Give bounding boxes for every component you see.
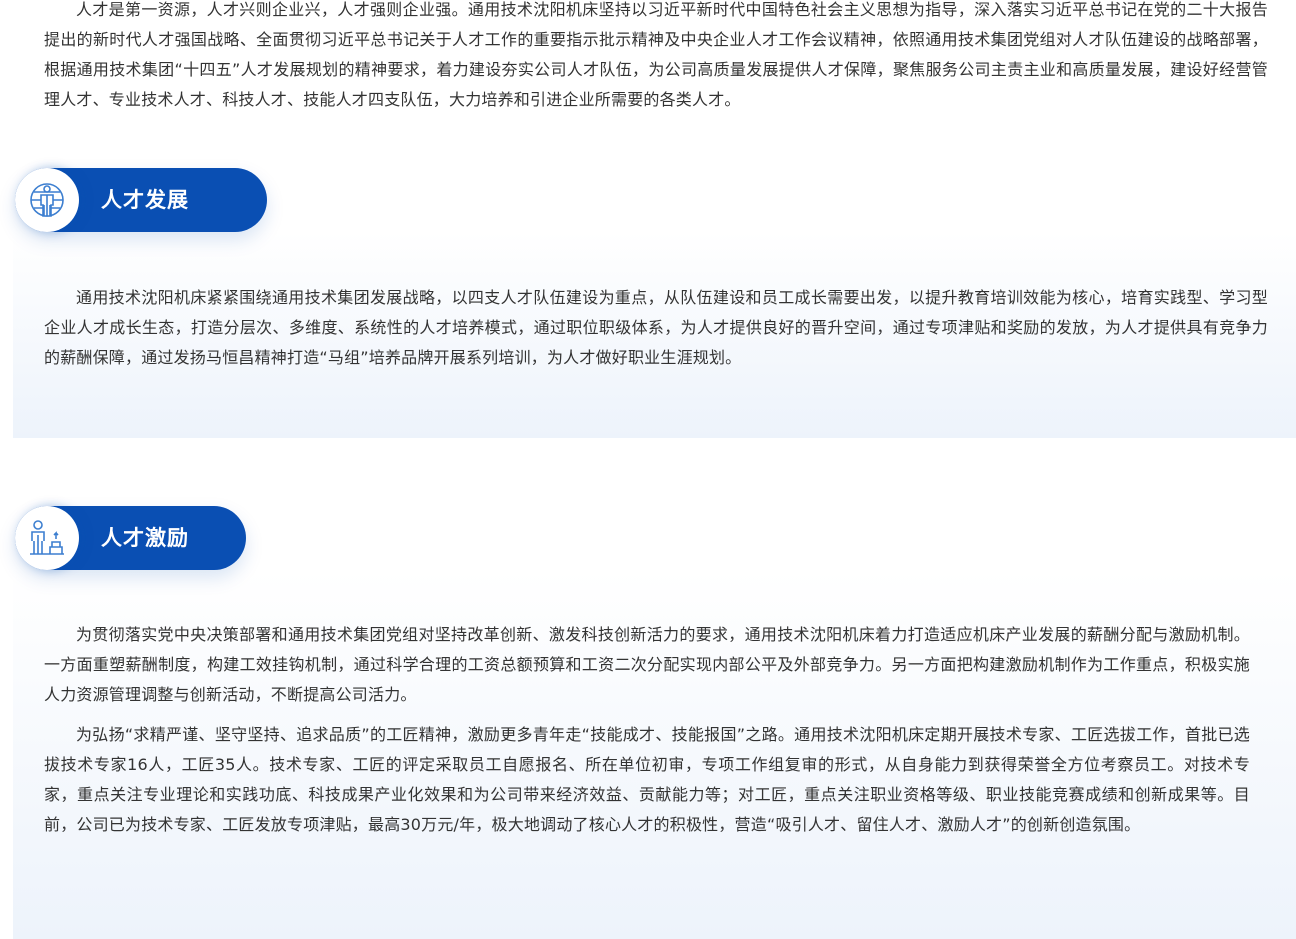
section-paragraph: 为弘扬“求精严谨、坚守坚持、追求品质”的工匠精神，激励更多青年走“技能成才、技能… — [44, 725, 1250, 834]
section-title: 人才激励 — [101, 526, 189, 550]
section-header-development: 人才发展 — [15, 168, 267, 232]
section-header-incentive: 人才激励 — [15, 506, 246, 570]
section-title: 人才发展 — [101, 188, 189, 212]
globe-person-icon — [15, 168, 79, 232]
section-paragraph: 通用技术沈阳机床紧紧围绕通用技术集团发展战略，以四支人才队伍建设为重点，从队伍建… — [44, 288, 1268, 367]
section-panel-incentive — [13, 570, 1296, 939]
section-paragraph: 为贯彻落实党中央决策部署和通用技术集团党组对坚持改革创新、激发科技创新活力的要求… — [44, 625, 1250, 704]
intro-paragraph: 人才是第一资源，人才兴则企业兴，人才强则企业强。通用技术沈阳机床坚持以习近平新时… — [44, 0, 1268, 109]
person-podium-icon — [15, 506, 79, 570]
section-panel-development — [13, 232, 1296, 438]
